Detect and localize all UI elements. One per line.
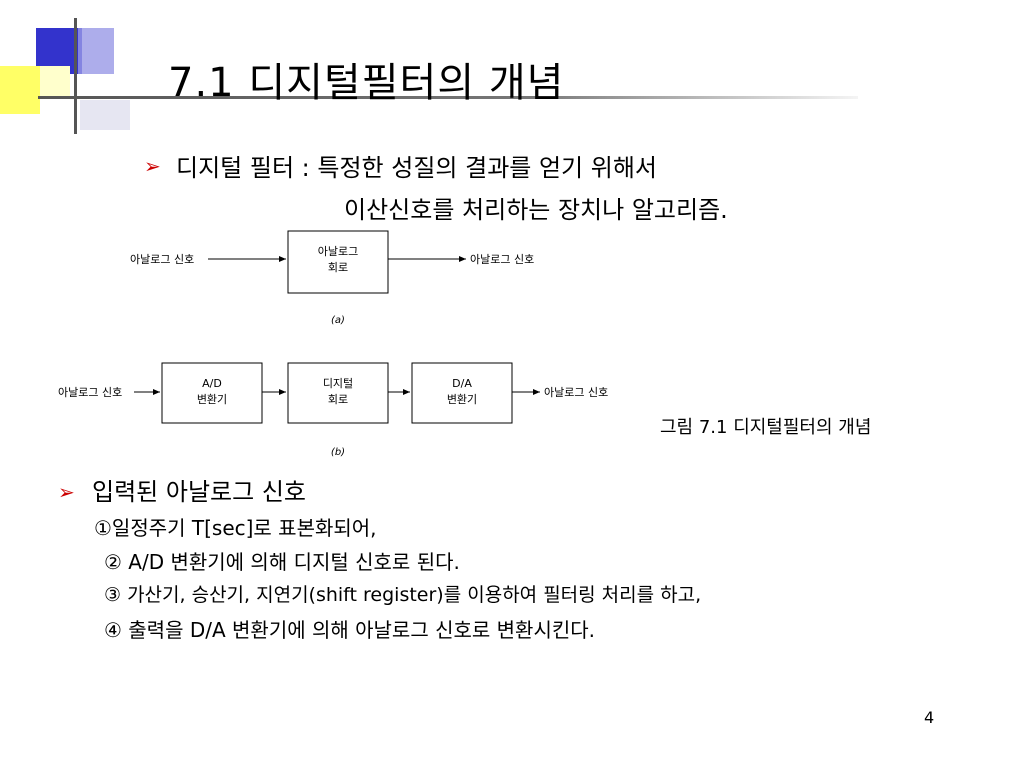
diagram-b-block2-line1: 디지털 xyxy=(323,377,353,390)
diagram-b-output: 아날로그 신호 xyxy=(544,386,608,399)
diagram-b-block-da xyxy=(411,362,513,424)
diagram-b-input: 아날로그 신호 xyxy=(58,386,122,399)
diagram-a-output: 아날로그 신호 xyxy=(470,253,534,266)
diagram-b-label: (b) xyxy=(331,447,345,458)
process-step-4: ④ 출력을 D/A 변환기에 의해 아날로그 신호로 변환시킨다. xyxy=(104,618,596,642)
diagram-b: 아날로그 신호 A/D 변환기 디지털 회로 D/A 변환기 아날로그 신호 (… xyxy=(58,362,608,458)
decor-yellow-square xyxy=(0,66,40,114)
page-number: 4 xyxy=(924,708,935,727)
diagram-a: 아날로그 신호 아날로그 회로 아날로그 신호 (a) xyxy=(130,230,534,326)
diagram-a-block-line1: 아날로그 xyxy=(318,245,358,258)
figure-caption: 그림 7.1 디지털필터의 개념 xyxy=(660,417,872,438)
diagram-b-block3-line1: D/A xyxy=(452,377,472,390)
decor-gray-square xyxy=(80,100,130,130)
diagram-a-block xyxy=(287,230,389,294)
diagram-b-block-digital xyxy=(287,362,389,424)
decor-lightblue-square xyxy=(78,28,114,74)
diagram-a-block-line2: 회로 xyxy=(328,261,348,274)
definition-line-1: 디지털 필터 : 특정한 성질의 결과를 얻기 위해서 xyxy=(176,154,658,182)
slide-title: 7.1 디지털필터의 개념 xyxy=(168,60,565,106)
title-underline xyxy=(38,96,858,99)
block-diagram: 아날로그 신호 아날로그 회로 아날로그 신호 (a) 아날로그 신호 A/D … xyxy=(58,230,608,458)
diagram-b-block3-line2: 변환기 xyxy=(447,393,477,406)
diagram-a-input: 아날로그 신호 xyxy=(130,253,194,266)
process-heading: 입력된 아날로그 신호 xyxy=(92,478,306,506)
bullet-arrow-icon: ➢ xyxy=(58,480,75,504)
bullet-arrow-icon: ➢ xyxy=(144,154,161,178)
decor-vertical-line xyxy=(74,18,77,134)
process-step-3: ③ 가산기, 승산기, 지연기(shift register)를 이용하여 필터… xyxy=(104,584,702,606)
diagram-b-block1-line2: 변환기 xyxy=(197,393,227,406)
diagram-a-label: (a) xyxy=(331,315,345,326)
process-step-1: ①일정주기 T[sec]로 표본화되어, xyxy=(94,516,377,540)
diagram-b-block2-line2: 회로 xyxy=(328,393,348,406)
definition-line-2: 이산신호를 처리하는 장치나 알고리즘. xyxy=(344,196,728,224)
diagram-b-block1-line1: A/D xyxy=(202,377,222,390)
diagram-b-block-ad xyxy=(161,362,263,424)
process-step-2: ② A/D 변환기에 의해 디지털 신호로 된다. xyxy=(104,550,460,574)
decor-paleyellow-square xyxy=(40,66,70,98)
